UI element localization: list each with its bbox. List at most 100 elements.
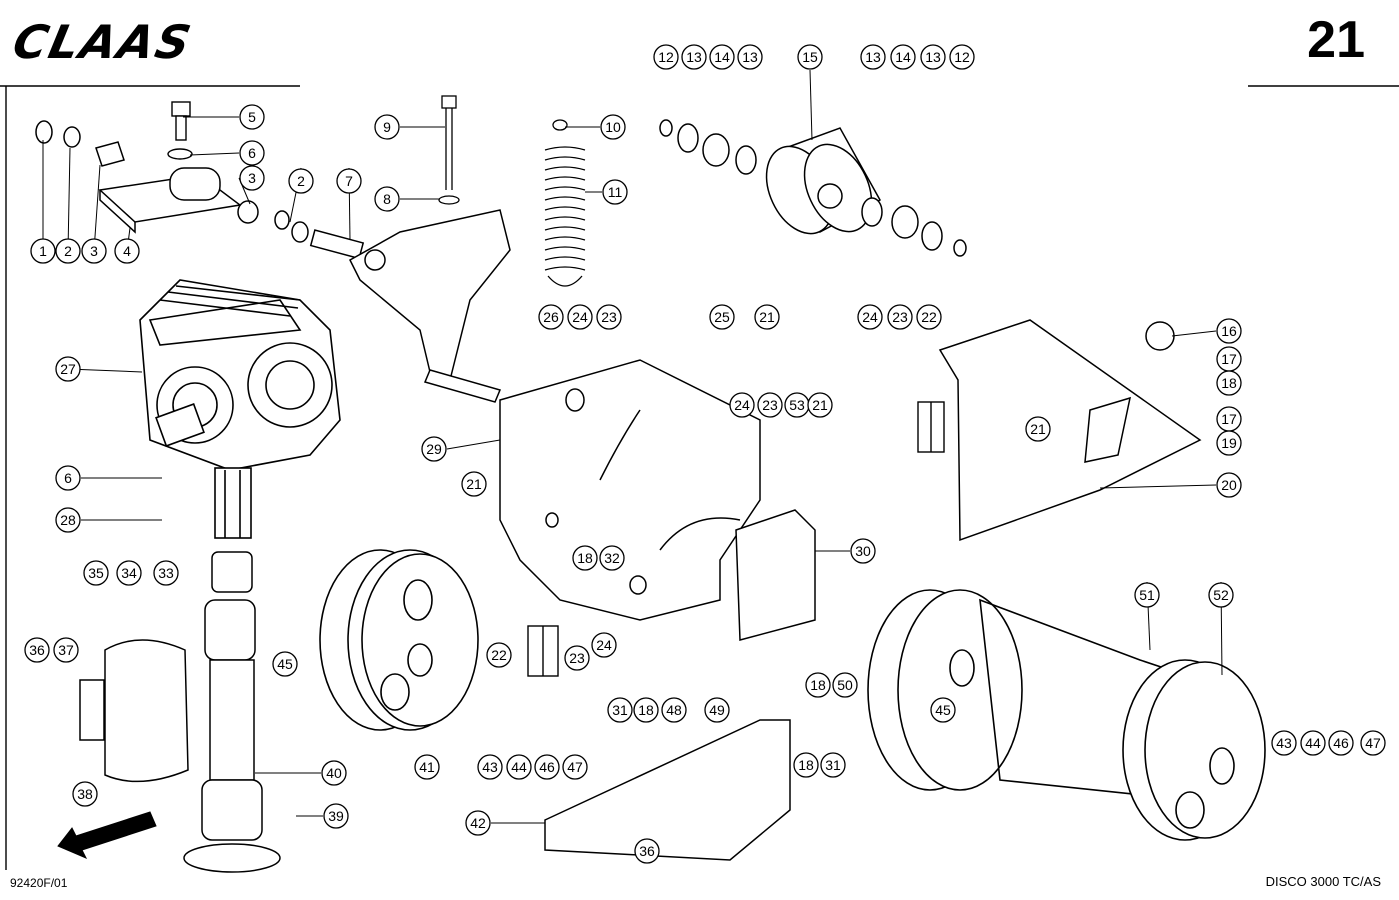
callout-number: 23 bbox=[601, 309, 617, 325]
callout-number: 18 bbox=[810, 677, 826, 693]
callout-34: 34 bbox=[116, 560, 142, 586]
callout-circle bbox=[1216, 430, 1242, 456]
callout-circle bbox=[633, 697, 659, 723]
callout-10: 10 bbox=[600, 114, 626, 140]
callout-44: 44 bbox=[1300, 730, 1326, 756]
callout-16: 16 bbox=[1216, 318, 1242, 344]
callout-49: 49 bbox=[704, 697, 730, 723]
callout-number: 6 bbox=[248, 145, 256, 161]
callout-17: 17 bbox=[1216, 406, 1242, 432]
callout-14: 14 bbox=[709, 44, 735, 70]
callout-15: 15 bbox=[797, 44, 823, 70]
callout-circle bbox=[607, 697, 633, 723]
leader-line bbox=[189, 152, 240, 156]
callout-circle bbox=[793, 752, 819, 778]
callout-number: 32 bbox=[604, 550, 620, 566]
callout-circle bbox=[564, 645, 590, 671]
callout-number: 3 bbox=[248, 170, 256, 186]
callout-number: 30 bbox=[855, 543, 871, 559]
direction-arrow-icon bbox=[57, 811, 157, 859]
callout-number: 3 bbox=[90, 243, 98, 259]
callout-circle bbox=[709, 304, 735, 330]
callout-51: 51 bbox=[1134, 582, 1160, 608]
callout-circle bbox=[477, 754, 503, 780]
callout-circle bbox=[55, 238, 81, 264]
page-number: 21 bbox=[1307, 11, 1365, 69]
callout-number: 21 bbox=[759, 309, 775, 325]
callout-number: 49 bbox=[709, 702, 725, 718]
callout-circle bbox=[562, 754, 588, 780]
callout-24: 24 bbox=[567, 304, 593, 330]
callout-circle bbox=[1216, 318, 1242, 344]
callout-46: 46 bbox=[534, 754, 560, 780]
callout-number: 28 bbox=[60, 512, 76, 528]
callout-number: 2 bbox=[297, 173, 305, 189]
callout-circle bbox=[850, 538, 876, 564]
callout-circle bbox=[272, 651, 298, 677]
callout-31: 31 bbox=[607, 697, 633, 723]
leader-line bbox=[67, 147, 71, 252]
callout-circle bbox=[572, 545, 598, 571]
callout-circle bbox=[374, 114, 400, 140]
callout-number: 23 bbox=[892, 309, 908, 325]
mounting-bracket-part bbox=[35, 120, 309, 243]
callout-circle bbox=[374, 186, 400, 212]
callout-number: 6 bbox=[64, 470, 72, 486]
callout-number: 12 bbox=[954, 49, 970, 65]
callout-number: 33 bbox=[158, 565, 174, 581]
callout-circle bbox=[681, 44, 707, 70]
callout-13: 13 bbox=[920, 44, 946, 70]
callout-number: 26 bbox=[543, 309, 559, 325]
callout-14: 14 bbox=[890, 44, 916, 70]
callout-31: 31 bbox=[820, 752, 846, 778]
callout-number: 24 bbox=[596, 637, 612, 653]
callout-circle bbox=[916, 304, 942, 330]
callout-circle bbox=[83, 560, 109, 586]
callout-circle bbox=[1300, 730, 1326, 756]
callout-42: 42 bbox=[465, 810, 491, 836]
callout-2: 2 bbox=[55, 238, 81, 264]
callout-21: 21 bbox=[461, 471, 487, 497]
callout-number: 22 bbox=[921, 309, 937, 325]
callout-circle bbox=[704, 697, 730, 723]
callout-circle bbox=[239, 165, 265, 191]
callout-circle bbox=[930, 697, 956, 723]
callout-number: 27 bbox=[60, 361, 76, 377]
callout-13: 13 bbox=[737, 44, 763, 70]
callout-circle bbox=[890, 44, 916, 70]
callout-number: 4 bbox=[123, 243, 131, 259]
callout-circle bbox=[857, 304, 883, 330]
callout-circle bbox=[153, 560, 179, 586]
callout-number: 44 bbox=[1305, 735, 1321, 751]
callout-circle bbox=[754, 304, 780, 330]
callout-23: 23 bbox=[887, 304, 913, 330]
callout-18: 18 bbox=[633, 697, 659, 723]
callout-circle bbox=[599, 545, 625, 571]
callout-number: 41 bbox=[419, 759, 435, 775]
callout-circle bbox=[1328, 730, 1354, 756]
callout-number: 8 bbox=[383, 191, 391, 207]
callout-18: 18 bbox=[1216, 370, 1242, 396]
leader-line bbox=[1171, 330, 1217, 337]
guard-plate-part bbox=[544, 509, 816, 861]
callout-number: 44 bbox=[511, 759, 527, 775]
hinge-part bbox=[527, 401, 945, 677]
callout-circle bbox=[949, 44, 975, 70]
callout-circle bbox=[567, 304, 593, 330]
callout-18: 18 bbox=[805, 672, 831, 698]
callout-number: 36 bbox=[29, 642, 45, 658]
callout-number: 53 bbox=[789, 397, 805, 413]
callout-circle bbox=[81, 238, 107, 264]
callout-number: 23 bbox=[762, 397, 778, 413]
frame-lines bbox=[0, 85, 1399, 870]
callout-circle bbox=[239, 104, 265, 130]
callout-number: 13 bbox=[742, 49, 758, 65]
callout-circle bbox=[737, 44, 763, 70]
callout-25: 25 bbox=[709, 304, 735, 330]
callout-32: 32 bbox=[599, 545, 625, 571]
callout-number: 18 bbox=[798, 757, 814, 773]
callout-circle bbox=[336, 168, 362, 194]
callout-9: 9 bbox=[374, 114, 400, 140]
callout-24: 24 bbox=[591, 632, 617, 658]
